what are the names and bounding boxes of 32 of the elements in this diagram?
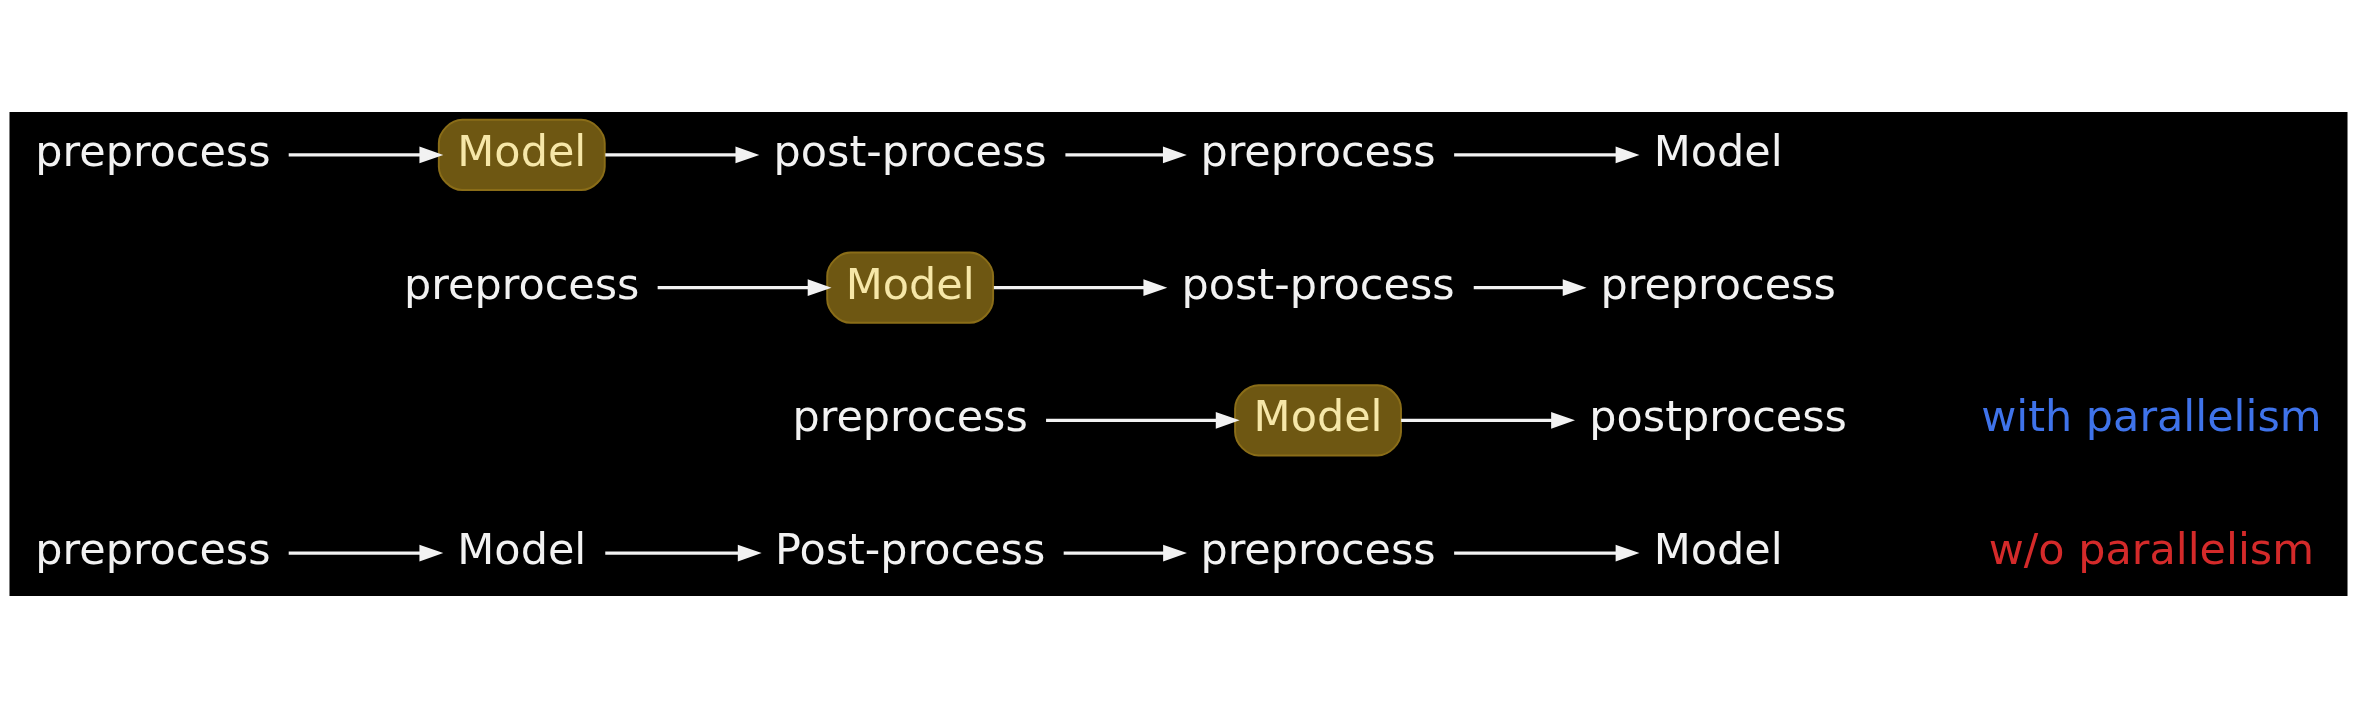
node-text: preprocess (35, 523, 271, 574)
node-text: post-process (1181, 258, 1455, 309)
node-text: Model (1653, 125, 1783, 176)
arrow (657, 278, 832, 296)
arrow (1065, 146, 1187, 163)
node-text: Model (457, 523, 587, 574)
node-text: preprocess (1600, 258, 1836, 309)
arrow (1473, 278, 1587, 296)
node-text: preprocess (35, 125, 271, 176)
node-text: Model (1653, 523, 1783, 574)
node-text: preprocess (404, 258, 640, 309)
arrow (288, 544, 444, 561)
arrow (1454, 544, 1640, 561)
label: with parallelism (1981, 390, 2322, 441)
arrow (605, 146, 760, 163)
node-box: Model (437, 118, 606, 191)
node-text: Post-process (775, 523, 1046, 574)
arrow (1401, 411, 1575, 429)
node-text: preprocess (1200, 125, 1436, 176)
node-text: preprocess (792, 390, 1028, 441)
node-text: preprocess (1200, 523, 1436, 574)
node-box: Model (826, 251, 995, 324)
node-box: Model (1234, 383, 1402, 456)
arrow (288, 146, 444, 163)
arrow (1063, 544, 1187, 561)
label: w/o parallelism (1988, 523, 2314, 574)
node-text: post-process (773, 125, 1047, 176)
arrow (1046, 411, 1240, 429)
arrow (1454, 146, 1640, 163)
node-text: postprocess (1589, 390, 1847, 441)
arrow (605, 544, 762, 561)
arrow (993, 278, 1168, 296)
